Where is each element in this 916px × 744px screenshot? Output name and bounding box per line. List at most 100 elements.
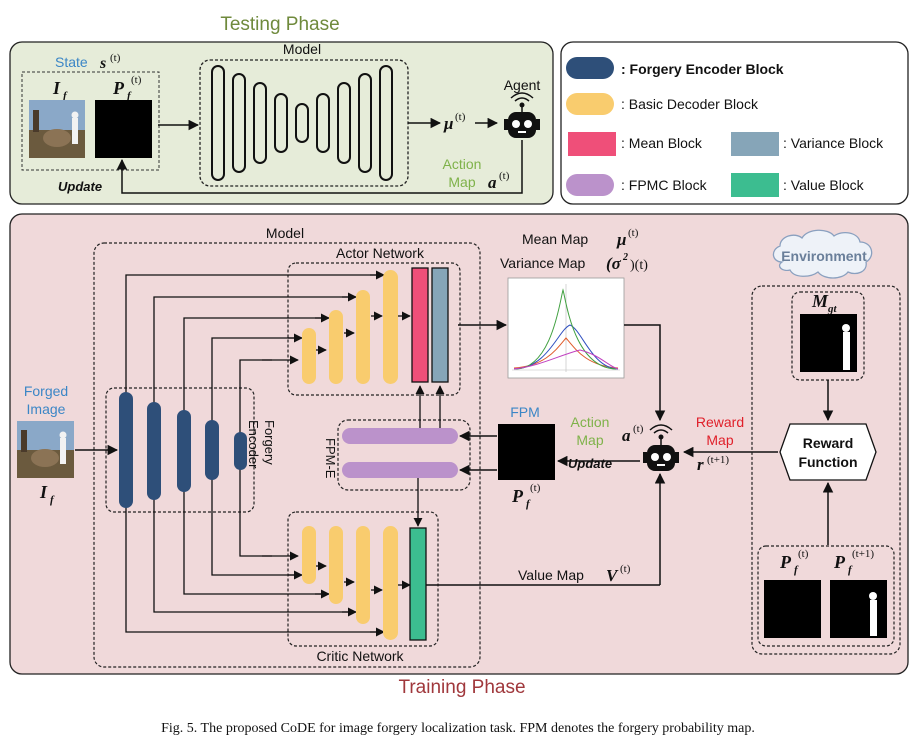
legend-swatch-encoder bbox=[566, 57, 614, 79]
mgt-subscript: gt bbox=[827, 303, 838, 315]
training-pf-subscript: f bbox=[526, 498, 531, 510]
skip-connections bbox=[125, 274, 380, 633]
legend-label-encoder: : Forgery Encoder Block bbox=[621, 61, 784, 77]
training-phase-title: Training Phase bbox=[398, 677, 525, 698]
legend-label-fpmc: : FPMC Block bbox=[621, 177, 708, 193]
reward-function-label-line2: Function bbox=[798, 454, 857, 470]
reward-function-label-line1: Reward bbox=[803, 435, 854, 451]
decoder-chain-arrows bbox=[316, 311, 411, 595]
fpm-t1-map bbox=[830, 580, 887, 638]
legend-item-variance: : Variance Block bbox=[731, 132, 884, 156]
legend-swatch-decoder bbox=[566, 93, 614, 115]
variance-block bbox=[431, 267, 449, 383]
skip-arrowheads bbox=[262, 270, 385, 637]
legend-label-value: : Value Block bbox=[783, 177, 865, 193]
testing-if-symbol: I bbox=[52, 78, 61, 98]
reward-map-label-line2: Map bbox=[706, 432, 733, 448]
testing-model-label: Model bbox=[283, 41, 321, 57]
mean-superscript: (t) bbox=[628, 227, 639, 239]
encoder-label-line2: Encoder bbox=[246, 420, 261, 469]
fpm-pair-box bbox=[757, 545, 895, 647]
actor-network-box bbox=[287, 262, 461, 396]
testing-mu-symbol: μ bbox=[443, 114, 453, 133]
testing-pf-subscript: f bbox=[127, 90, 132, 102]
fpme-box bbox=[337, 419, 471, 491]
reward-map-label-line1: Reward bbox=[696, 414, 744, 430]
critic-decoder-blocks bbox=[302, 526, 398, 640]
testing-agent-robot-icon bbox=[504, 92, 540, 138]
reward-function-box bbox=[779, 423, 877, 481]
figure-caption: Fig. 5. The proposed CoDE for image forg… bbox=[161, 721, 755, 736]
training-probability-map bbox=[498, 424, 555, 480]
critic-network-box bbox=[287, 511, 439, 647]
training-agent-robot-icon bbox=[643, 424, 679, 471]
environment-box bbox=[751, 285, 901, 655]
legend-item-basic-decoder: : Basic Decoder Block bbox=[566, 93, 759, 115]
training-model-label: Model bbox=[266, 225, 304, 241]
training-action-label-line1: Action bbox=[571, 414, 610, 430]
mean-block bbox=[411, 267, 429, 383]
legend-label-mean: : Mean Block bbox=[621, 135, 703, 151]
mgt-symbol: M bbox=[811, 291, 829, 311]
testing-mu-superscript: (t) bbox=[455, 111, 466, 123]
training-panel bbox=[9, 213, 909, 675]
fpmc-block-1 bbox=[342, 428, 458, 444]
fpm-label: FPM bbox=[510, 404, 540, 420]
legend-item-fpmc: : FPMC Block bbox=[566, 174, 708, 196]
legend-swatch-mean bbox=[568, 132, 616, 156]
training-pf-symbol: P bbox=[511, 486, 524, 506]
training-pf-superscript: (t) bbox=[530, 482, 541, 494]
value-map-label: Value Map bbox=[518, 567, 584, 583]
training-forged-image bbox=[17, 421, 74, 478]
value-block bbox=[409, 527, 427, 641]
legend-item-mean: : Mean Block bbox=[568, 132, 703, 156]
pf-t-superscript: (t) bbox=[798, 548, 809, 560]
encoder-block-5 bbox=[234, 432, 247, 470]
encoder-block-3 bbox=[177, 410, 191, 492]
critic-network-label: Critic Network bbox=[316, 648, 404, 664]
variance-symbol: (σ bbox=[606, 254, 622, 273]
training-a-superscript: (t) bbox=[633, 423, 644, 435]
state-label: State bbox=[55, 54, 88, 70]
forged-label-line1: Forged bbox=[24, 383, 68, 399]
training-action-label-line2: Map bbox=[576, 432, 603, 448]
testing-probability-map bbox=[95, 100, 152, 158]
legend-swatch-fpmc bbox=[566, 174, 614, 196]
legend-swatch-value bbox=[731, 173, 779, 197]
testing-action-label-line1: Action bbox=[443, 156, 482, 172]
testing-if-subscript: f bbox=[63, 90, 68, 102]
fpmc-block-2 bbox=[342, 462, 458, 478]
testing-update-loop-arrow bbox=[116, 140, 523, 194]
testing-action-label-line2: Map bbox=[448, 174, 475, 190]
value-superscript: (t) bbox=[620, 563, 631, 575]
actor-network-label: Actor Network bbox=[336, 245, 425, 261]
agent-label: Agent bbox=[504, 77, 541, 93]
state-box bbox=[21, 71, 160, 171]
legend-panel bbox=[560, 41, 909, 205]
pf-t-symbol: P bbox=[779, 552, 792, 572]
pf-t1-symbol: P bbox=[833, 552, 846, 572]
value-symbol: V bbox=[606, 566, 619, 585]
variance-map-label: Variance Map bbox=[500, 255, 586, 271]
ground-truth-mask bbox=[800, 314, 857, 372]
mean-symbol: μ bbox=[616, 230, 626, 249]
actor-decoder-blocks bbox=[302, 270, 398, 384]
arrow-plot-to-agent bbox=[624, 324, 666, 422]
variance-superscript: )(t) bbox=[630, 258, 648, 273]
state-symbol: s bbox=[99, 55, 106, 72]
pf-t1-superscript: (t+1) bbox=[852, 548, 874, 560]
training-if-symbol: I bbox=[39, 482, 48, 502]
mean-map-label: Mean Map bbox=[522, 231, 588, 247]
legend-item-forgery-encoder: : Forgery Encoder Block bbox=[566, 57, 784, 79]
gaussian-distribution-plot bbox=[507, 277, 625, 379]
environment-cloud-icon bbox=[772, 229, 873, 279]
environment-label: Environment bbox=[781, 248, 867, 264]
pf-t1-subscript: f bbox=[848, 564, 853, 576]
legend-swatch-variance bbox=[731, 132, 779, 156]
legend-label-variance: : Variance Block bbox=[783, 135, 884, 151]
testing-pf-symbol: P bbox=[112, 78, 125, 98]
encoder-block-4 bbox=[205, 420, 219, 480]
forgery-encoder-box bbox=[105, 387, 255, 513]
encoder-block-2 bbox=[147, 402, 161, 500]
